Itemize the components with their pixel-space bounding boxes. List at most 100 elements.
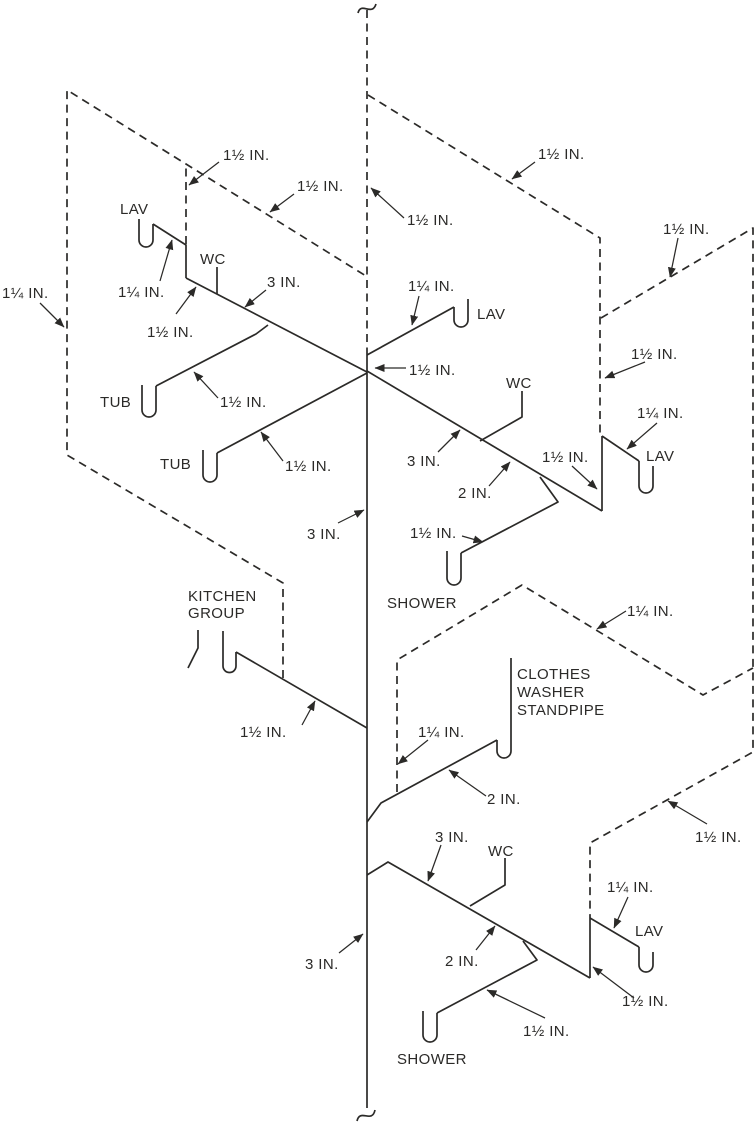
shower2-label: SHOWER bbox=[397, 1051, 467, 1068]
kitchen-drain bbox=[235, 651, 368, 729]
shower1-drain bbox=[460, 476, 559, 554]
size-lav2-vent-run: 1½ IN. bbox=[538, 146, 585, 163]
lav1-drain bbox=[152, 223, 187, 278]
size-tub1-drain-leader bbox=[193, 371, 219, 399]
size-bath1-branch-1half: 1½ IN. bbox=[147, 324, 194, 341]
text-labels-layer: 1½ IN. 1½ IN. 1½ IN. 1½ IN. 1½ IN. 1¼ IN. 1¼ I… bbox=[2, 146, 742, 1068]
tub1-label: TUB bbox=[100, 394, 131, 411]
size-kitchen-loop-vent: 1¼ IN. bbox=[2, 285, 49, 302]
size-stack-lower-3in-leader bbox=[338, 933, 364, 954]
size-shower1-drain-leader bbox=[461, 535, 484, 544]
size-bath3-branch-2in-leader bbox=[475, 925, 496, 951]
size-tub1-drain: 1½ IN. bbox=[220, 394, 267, 411]
size-lav2-drop: 1½ IN. bbox=[542, 449, 589, 466]
size-kitchen-loop-vent-leader bbox=[39, 302, 65, 328]
size-bath2-branch-2in: 2 IN. bbox=[458, 485, 492, 502]
kitchen-group-label-line1: KITCHEN bbox=[188, 588, 257, 605]
size-lav4-drain-leader bbox=[613, 896, 629, 929]
lav2-trap bbox=[638, 461, 654, 494]
size-bath1-branch-1half-leader bbox=[175, 286, 197, 315]
right-vent-header bbox=[589, 227, 754, 918]
size-cw-vent-riser: 1¼ IN. bbox=[418, 724, 465, 741]
lav2-vent bbox=[367, 94, 601, 436]
size-tub2-drain-leader bbox=[260, 431, 284, 462]
size-bath2-branch-3in: 3 IN. bbox=[407, 453, 441, 470]
size-left-vent-run-leader bbox=[269, 193, 295, 213]
shower1-label: SHOWER bbox=[387, 595, 457, 612]
size-bath2-branch-2in-leader bbox=[488, 461, 511, 487]
size-bath3-branch-2in: 2 IN. bbox=[445, 953, 479, 970]
lav3-drain bbox=[366, 306, 455, 356]
size-lav4-drain: 1¼ IN. bbox=[607, 879, 654, 896]
size-lav4-drop-leader bbox=[592, 966, 635, 999]
size-cw-vent-run: 1¼ IN. bbox=[627, 603, 674, 620]
bath2-branch-drain bbox=[366, 370, 603, 512]
kitchen-group-label-line2: GROUP bbox=[188, 605, 245, 622]
lav4-label: LAV bbox=[635, 923, 663, 940]
size-bath1-branch-3in-leader bbox=[244, 289, 267, 308]
size-cw-branch-2in: 2 IN. bbox=[487, 791, 521, 808]
wc2-connection bbox=[479, 391, 523, 442]
tub2-trap bbox=[202, 450, 218, 483]
size-right-vent-header-top-leader bbox=[667, 237, 679, 278]
shower1-trap bbox=[446, 551, 462, 586]
size-bath1-vent-riser: 1½ IN. bbox=[223, 147, 270, 164]
shower2-drain bbox=[436, 940, 538, 1014]
wc3-connection bbox=[469, 858, 506, 907]
size-lav2-vent-run-leader bbox=[511, 161, 536, 180]
size-bath2-branch-3in-leader bbox=[437, 429, 461, 453]
clothes-washer-label-line1: CLOTHES bbox=[517, 666, 591, 683]
tub1-trap bbox=[141, 385, 157, 418]
tub1-drain bbox=[155, 324, 269, 387]
kitchen-trap bbox=[222, 631, 237, 674]
size-right-vent-header-bottom: 1½ IN. bbox=[695, 829, 742, 846]
size-lav1-drain: 1¼ IN. bbox=[118, 284, 165, 301]
size-lav3-drain: 1¼ IN. bbox=[408, 278, 455, 295]
size-shower1-drain: 1½ IN. bbox=[410, 525, 457, 542]
size-right-vent-header-bottom-leader bbox=[667, 800, 708, 825]
lav3-trap bbox=[453, 299, 469, 328]
clothes-washer-vent bbox=[396, 584, 754, 792]
size-left-vent-run: 1½ IN. bbox=[297, 178, 344, 195]
size-stack-vent-upper: 1½ IN. bbox=[407, 212, 454, 229]
size-stack-vent-at-crossing: 1½ IN. bbox=[409, 362, 456, 379]
shower2-trap bbox=[422, 1011, 438, 1043]
size-lav3-drain-leader bbox=[410, 295, 420, 326]
size-bath3-branch-3in: 3 IN. bbox=[435, 829, 469, 846]
size-stack-upper-3in-leader bbox=[337, 509, 365, 524]
clothes-washer-branch bbox=[366, 739, 498, 823]
clothes-washer-label-line2: WASHER bbox=[517, 684, 585, 701]
size-lav1-drain-leader bbox=[159, 239, 174, 282]
size-cw-vent-riser-leader bbox=[397, 739, 429, 765]
size-bath1-vent-riser-leader bbox=[188, 161, 220, 186]
tub2-drain bbox=[216, 372, 368, 454]
size-shower2-drain: 1½ IN. bbox=[523, 1023, 570, 1040]
pipes-layer bbox=[66, 3, 754, 1122]
tub2-label: TUB bbox=[160, 456, 191, 473]
size-kitchen-drain: 1½ IN. bbox=[240, 724, 287, 741]
wc1-label: WC bbox=[200, 251, 226, 268]
lav2-label: LAV bbox=[646, 448, 674, 465]
size-bath3-branch-3in-leader bbox=[427, 844, 442, 882]
size-tub2-drain: 1½ IN. bbox=[285, 458, 332, 475]
size-lav2-drain: 1¼ IN. bbox=[637, 405, 684, 422]
size-right-vent-header-top: 1½ IN. bbox=[663, 221, 710, 238]
size-kitchen-drain-leader bbox=[301, 700, 316, 726]
size-stack-lower-3in: 3 IN. bbox=[305, 956, 339, 973]
size-shower2-drain-leader bbox=[486, 989, 546, 1019]
lav2-drain bbox=[601, 435, 640, 462]
clothes-washer-standpipe bbox=[496, 658, 512, 759]
clothes-washer-label-line3: STANDPIPE bbox=[517, 702, 605, 719]
wc3-label: WC bbox=[488, 843, 514, 860]
size-bath1-branch-3in: 3 IN. bbox=[267, 274, 301, 291]
left-vent-loop bbox=[66, 89, 367, 678]
lav4-drain bbox=[589, 917, 640, 948]
size-lav4-drop: 1½ IN. bbox=[622, 993, 669, 1010]
lav1-trap bbox=[138, 219, 154, 248]
size-stack-upper-3in: 3 IN. bbox=[307, 526, 341, 543]
size-stack-vent-upper-leader bbox=[370, 187, 405, 219]
kitchen-inlet bbox=[187, 630, 199, 669]
lav1-label: LAV bbox=[120, 201, 148, 218]
